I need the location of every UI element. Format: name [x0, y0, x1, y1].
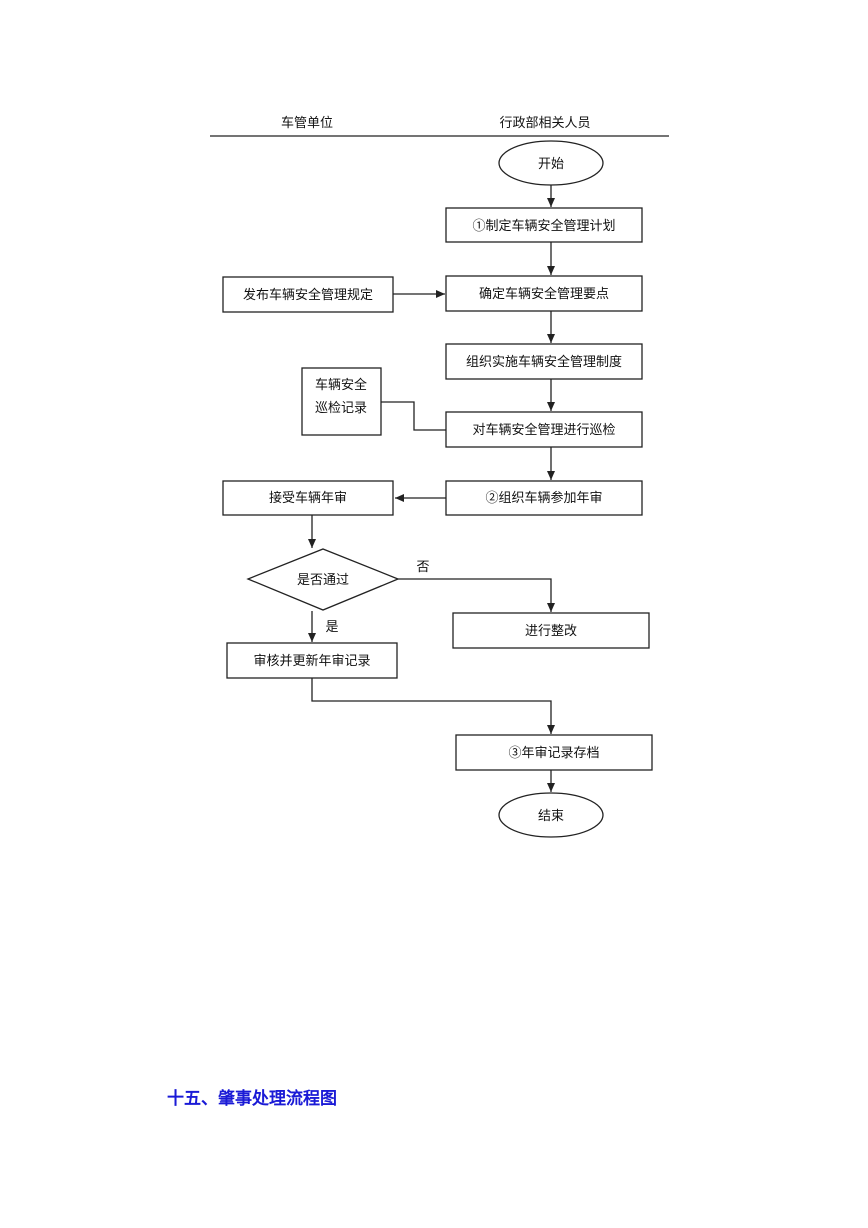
inspection-record-box — [301, 367, 382, 436]
step-plan-label: ①制定车辆安全管理计划 — [472, 218, 615, 234]
inspection-record-label-line1: 车辆安全 — [315, 377, 367, 393]
step-publish-label: 发布车辆安全管理规定 — [243, 287, 373, 303]
step-archive-box — [455, 734, 653, 771]
edge-label-yes: 是 — [325, 620, 338, 635]
edge-label-no: 否 — [416, 560, 429, 575]
connector-review-archive — [311, 678, 555, 734]
step-review-label: 审核并更新年审记录 — [253, 653, 370, 669]
step-plan-box — [445, 207, 643, 243]
connector-decision-fix — [398, 578, 555, 612]
step-review-box — [226, 642, 398, 679]
start-label: 开始 — [538, 157, 564, 172]
step-inspect-label: 对车辆安全管理进行巡检 — [472, 422, 615, 438]
step-organize-label: ②组织车辆参加年审 — [485, 490, 602, 506]
step-accept-label: 接受车辆年审 — [269, 490, 347, 506]
step-points-box — [445, 275, 643, 312]
step-points-label: 确定车辆安全管理要点 — [479, 286, 609, 302]
decision-passed-diamond — [246, 548, 400, 611]
step-accept-box — [222, 480, 394, 516]
step-fix-label: 进行整改 — [525, 624, 577, 639]
step-organize-box — [445, 480, 643, 516]
connector-inspect-record — [381, 401, 446, 431]
column-header-vehicle-unit: 车管单位 — [281, 115, 333, 131]
decision-passed-label: 是否通过 — [297, 573, 349, 588]
column-header-admin-staff: 行政部相关人员 — [499, 116, 590, 131]
end-label: 结束 — [538, 809, 564, 824]
section-heading: 十五、肇事处理流程图 — [167, 1089, 337, 1109]
step-fix-box — [452, 612, 650, 649]
step-implement-label: 组织实施车辆安全管理制度 — [466, 354, 622, 370]
step-implement-box — [445, 343, 643, 380]
inspection-record-label-line2: 巡检记录 — [315, 401, 367, 416]
step-publish-box — [222, 276, 394, 313]
end-terminal — [498, 792, 604, 838]
step-archive-label: ③年审记录存档 — [508, 746, 599, 761]
step-inspect-box — [445, 411, 643, 448]
